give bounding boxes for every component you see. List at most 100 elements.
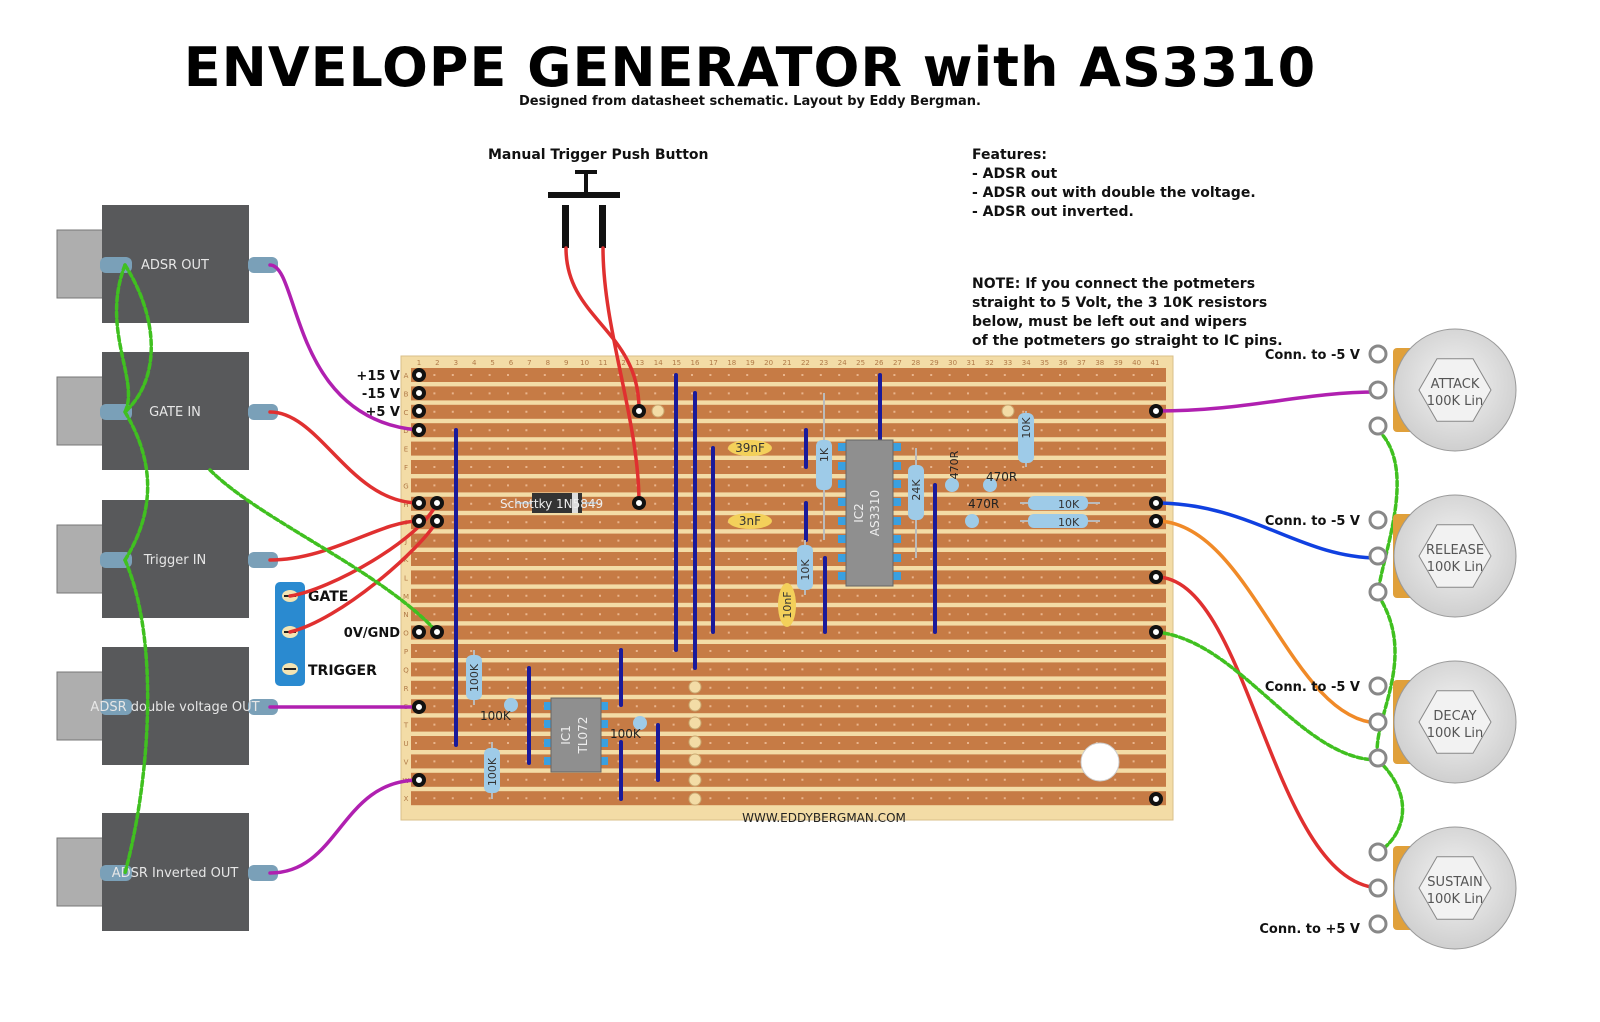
push-button-label: Manual Trigger Push Button	[488, 147, 709, 163]
column-number: 30	[948, 359, 957, 367]
copper-strip	[411, 680, 1166, 695]
column-number: 22	[801, 359, 810, 367]
row-letter: L	[404, 574, 408, 582]
track-cuts	[651, 404, 1015, 806]
note-line: below, must be left out and wipers	[972, 314, 1247, 330]
column-number: 2	[435, 359, 439, 367]
capacitor-10nf: 10nF	[778, 583, 796, 627]
jack-4[interactable]: ADSR double voltage OUT	[56, 647, 278, 765]
pot-terminal	[1368, 582, 1388, 602]
ic1-chip: IC1 TL072	[544, 697, 608, 773]
jack-group: ADSR OUT GATE IN Trigger IN ADSR double vol…	[56, 205, 278, 931]
resistor-10k-label: 10K	[1058, 516, 1080, 529]
pot-terminal	[1368, 748, 1388, 768]
column-number: 13	[635, 359, 644, 367]
row-letter: H	[403, 501, 408, 509]
copper-strip	[411, 699, 1166, 714]
resistor-100k-a: 100K	[466, 650, 482, 705]
row-letter: B	[404, 390, 409, 398]
pot-name-label: ATTACK	[1431, 377, 1480, 392]
copper-strip	[411, 717, 1166, 732]
page-subtitle: Designed from datasheet schematic. Layou…	[519, 94, 981, 109]
column-number: 1	[417, 359, 421, 367]
column-number: 6	[509, 359, 514, 367]
resistor-24k-label: 24K	[910, 479, 923, 501]
column-number: 19	[746, 359, 755, 367]
resistor-470r-label: 470R	[986, 470, 1017, 484]
supply-label-minus15v: -15 V	[362, 387, 400, 402]
row-letter: R	[404, 685, 409, 693]
column-number: 14	[654, 359, 663, 367]
pot-nut	[1418, 856, 1492, 920]
gate-trigger-header[interactable]	[275, 582, 305, 686]
copper-strip	[411, 368, 1166, 382]
row-letter: A	[404, 372, 409, 380]
copper-strip	[411, 662, 1166, 677]
pot-connection-label: Conn. to -5 V	[1265, 514, 1360, 529]
note-line: straight to 5 Volt, the 3 10K resistors	[972, 295, 1268, 311]
jack-1[interactable]: ADSR OUT	[56, 205, 278, 323]
pot-connection-label: Conn. to -5 V	[1265, 680, 1360, 695]
ic1-label: IC1	[559, 725, 573, 745]
push-button[interactable]	[548, 170, 620, 248]
resistor-10k-top: 10K	[1018, 411, 1034, 467]
jack-lug	[100, 865, 132, 881]
resistor-100k-label: 100K	[468, 663, 481, 692]
pot-terminal	[1368, 416, 1388, 436]
jack-lug	[248, 865, 278, 881]
column-number: 33	[1003, 359, 1012, 367]
jack-5[interactable]: ADSR Inverted OUT	[56, 813, 278, 931]
jack-3[interactable]: Trigger IN	[56, 500, 278, 618]
note-block: NOTE: If you connect the potmeters strai…	[972, 276, 1283, 349]
resistor-10k-mid: 10K	[797, 540, 813, 595]
row-letter: D	[403, 427, 408, 435]
jack-lug	[248, 257, 278, 273]
feature-item: - ADSR out	[972, 166, 1058, 182]
resistors-470r: 470R 470R 470R	[945, 450, 1017, 528]
row-letter: V	[404, 758, 409, 766]
feature-item: - ADSR out inverted.	[972, 204, 1134, 220]
pot-terminal	[1368, 546, 1388, 566]
copper-strip	[411, 791, 1166, 806]
row-letter: U	[403, 740, 408, 748]
row-letter: T	[403, 722, 409, 730]
column-number: 9	[564, 359, 568, 367]
copper-strip	[411, 625, 1166, 640]
resistor-10k-label: 10K	[1058, 498, 1080, 511]
note-line: of the potmeters go straight to IC pins.	[972, 333, 1283, 349]
gnd-label: 0V/GND	[344, 626, 400, 641]
column-number: 32	[985, 359, 994, 367]
column-number: 41	[1151, 359, 1160, 367]
ic1-part-label: TL072	[576, 717, 590, 755]
copper-strip	[411, 441, 1166, 456]
column-number: 40	[1132, 359, 1141, 367]
feature-item: - ADSR out with double the voltage.	[972, 185, 1256, 201]
jack-sleeve	[56, 837, 108, 907]
pot-value-label: 100K Lin	[1427, 394, 1484, 409]
resistor-100k-d: 100K	[484, 742, 500, 799]
column-number: 26	[875, 359, 884, 367]
diode-label: Schottky 1N5849	[500, 497, 603, 511]
resistor-10k-label: 10K	[799, 559, 812, 581]
jack-lug	[100, 699, 132, 715]
column-number: 20	[764, 359, 773, 367]
ic2-chip: IC2 AS3310	[838, 439, 901, 587]
pot-connection-label: Conn. to +5 V	[1259, 922, 1360, 937]
column-number: 35	[1040, 359, 1049, 367]
website-label: WWW.EDDYBERGMAN.COM	[742, 811, 906, 825]
jack-sleeve	[56, 229, 108, 299]
jack-lug	[248, 552, 278, 568]
page-title: ENVELOPE GENERATOR with AS3310	[183, 36, 1317, 99]
column-number: 4	[472, 359, 477, 367]
copper-strip	[411, 423, 1166, 438]
column-number: 23	[819, 359, 828, 367]
wires	[114, 246, 1405, 890]
capacitor-10nf-label: 10nF	[781, 591, 794, 618]
jack-2[interactable]: GATE IN	[56, 352, 278, 470]
copper-strip	[411, 736, 1166, 750]
